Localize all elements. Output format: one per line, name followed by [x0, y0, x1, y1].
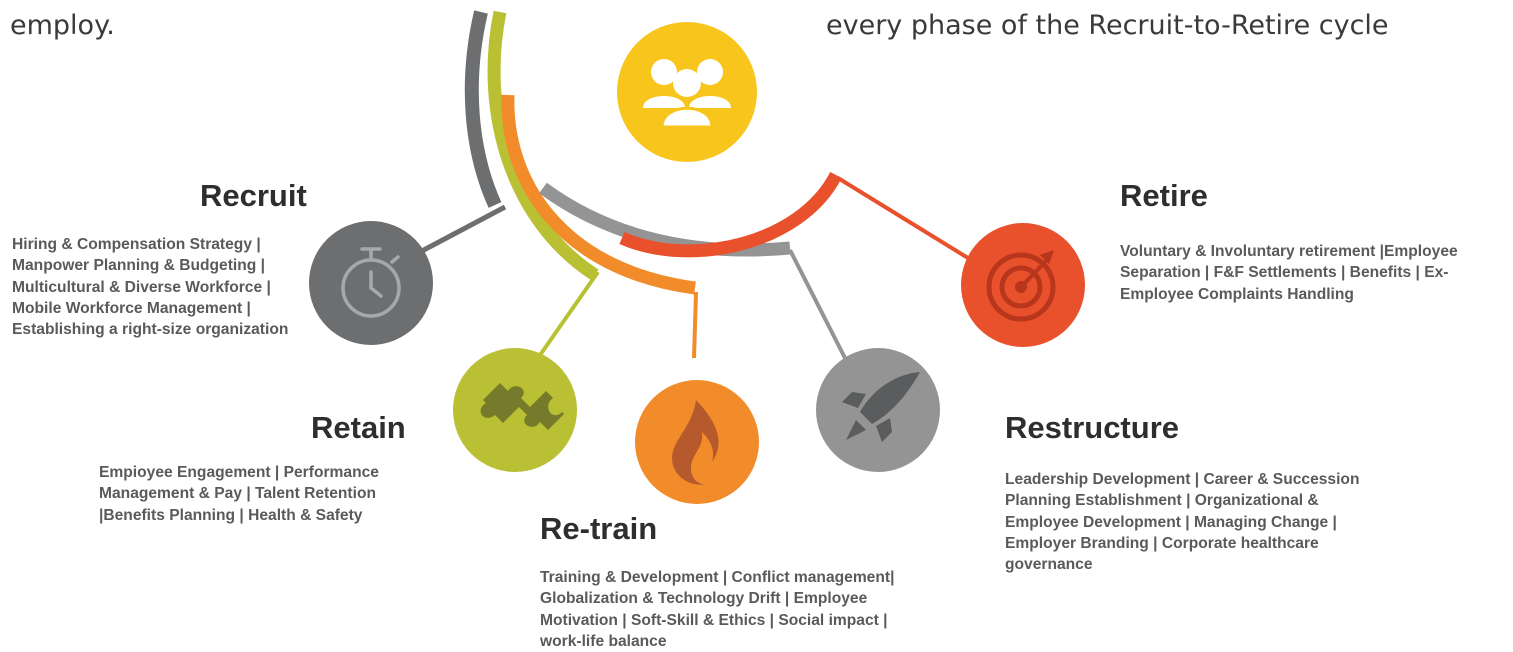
restructure-heading: Restructure	[1005, 410, 1179, 445]
restructure-arc	[539, 182, 791, 257]
rocket-icon	[842, 372, 920, 442]
flame-icon	[672, 400, 719, 485]
retrain-arc	[501, 94, 696, 295]
restructure-connector	[788, 249, 847, 359]
headline-text-fragment: every phase of the Recruit-to-Retire cyc…	[826, 10, 1389, 41]
recruit-connector	[418, 204, 507, 255]
restructure-description: Leadership Development | Career & Succes…	[1005, 471, 1360, 574]
recruit-arc	[464, 10, 502, 208]
retain-arc	[487, 10, 599, 281]
retire-description: Voluntary & Involuntary retirement |Empl…	[1120, 243, 1458, 303]
stopwatch-icon	[341, 247, 401, 318]
retrain-description: Training & Development | Conflict manage…	[540, 569, 895, 650]
target-arrow	[1015, 250, 1054, 293]
target-icon	[986, 252, 1056, 322]
recruit-heading: Recruit	[200, 178, 307, 213]
retain-description: Empioyee Engagement | Performance Manage…	[99, 464, 379, 524]
retrain-connector	[692, 291, 698, 359]
people-group-icon	[643, 59, 731, 129]
retire-connector	[836, 176, 970, 260]
recruit-description: Hiring & Compensation Strategy | Manpowe…	[12, 236, 289, 339]
retire-arc	[619, 171, 842, 258]
retire-heading: Retire	[1120, 178, 1208, 213]
retain-heading: Retain	[311, 410, 406, 445]
puzzle-piece-icon	[480, 383, 564, 430]
intro-text-fragment: employ.	[10, 10, 115, 41]
retain-connector	[536, 270, 600, 360]
retrain-heading: Re-train	[540, 511, 658, 546]
